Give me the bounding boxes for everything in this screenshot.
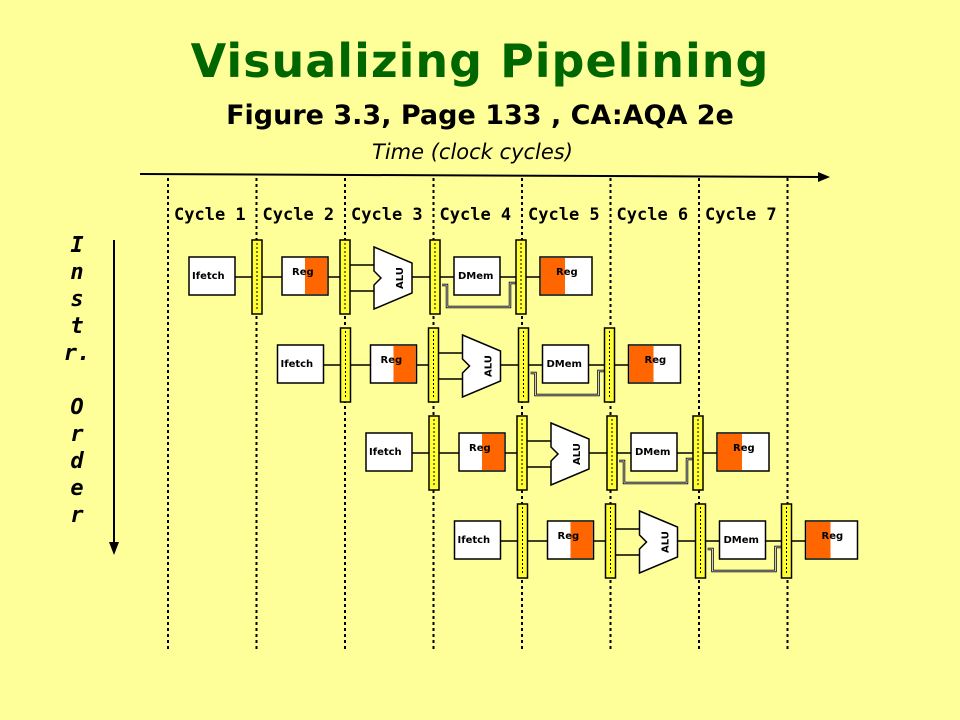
order-letter: r.: [64, 341, 91, 366]
alu-label: ALU: [661, 531, 672, 553]
alu-label: ALU: [484, 355, 495, 377]
reg-write-shade: [718, 434, 742, 470]
order-letter: r: [70, 422, 84, 447]
ifetch-box: [365, 432, 413, 472]
reg-write-label: Reg: [822, 531, 844, 542]
order-arrow-head: [109, 542, 119, 555]
cycle-label: Cycle 1: [174, 205, 246, 225]
instruction-row: Ifetch Reg ALU DMem Reg: [276, 327, 682, 403]
alu-shape: [550, 421, 590, 487]
ifetch-box: [276, 344, 325, 384]
dmem-label: DMem: [458, 271, 493, 282]
instruction-row: Ifetch Reg ALU DMem Reg: [188, 239, 593, 315]
reg-write-label: Reg: [556, 267, 578, 278]
page-subtitle: Figure 3.3, Page 133 , CA:AQA 2e: [226, 100, 734, 131]
dmem-box: [718, 520, 767, 560]
bypass-wire-inner: [707, 546, 782, 572]
cycle-label: Cycle 3: [351, 205, 423, 225]
ifetch-label: Ifetch: [369, 447, 402, 458]
alu-shape: [461, 333, 502, 399]
order-letter: s: [70, 287, 83, 312]
dmem-label: DMem: [724, 535, 759, 546]
ifetch-label: Ifetch: [281, 359, 314, 370]
reg-read-label: Reg: [292, 267, 314, 278]
reg-write-shade: [629, 346, 654, 382]
reg-read-shade: [305, 258, 327, 294]
bypass-wire-inner: [442, 282, 516, 308]
cycle-label: Cycle 6: [617, 205, 689, 225]
cycle-label: Cycle 2: [263, 205, 335, 225]
order-letter: d: [70, 449, 84, 474]
reg-read-shade: [570, 522, 593, 558]
dmem-label: DMem: [635, 447, 670, 458]
bypass-wire-inner: [619, 458, 693, 484]
instruction-row: Ifetch Reg ALU DMem Reg: [453, 503, 859, 579]
reg-read-shade: [393, 346, 416, 382]
time-arrow-head: [818, 172, 830, 182]
ifetch-label: Ifetch: [458, 535, 491, 546]
order-letter: r: [70, 503, 84, 528]
order-letter: I: [70, 233, 83, 258]
cycle-label: Cycle 4: [440, 205, 512, 225]
reg-read-shade: [482, 434, 504, 470]
bypass-wire-inner: [530, 370, 605, 396]
dmem-box: [453, 256, 501, 296]
alu-shape: [373, 245, 413, 311]
cycle-label: Cycle 5: [528, 205, 600, 225]
reg-write-label: Reg: [645, 355, 667, 366]
order-letter: t: [70, 314, 83, 339]
page-title: Visualizing Pipelining: [190, 34, 770, 88]
ifetch-box: [453, 520, 502, 560]
alu-shape: [638, 509, 679, 575]
reg-read-label: Reg: [558, 531, 580, 542]
ifetch-box: [188, 256, 236, 296]
ifetch-label: Ifetch: [192, 271, 225, 282]
reg-write-label: Reg: [733, 443, 755, 454]
instruction-row: Ifetch Reg ALU DMem Reg: [365, 415, 770, 491]
time-arrow-shaft: [139, 173, 823, 178]
alu-label: ALU: [395, 267, 406, 289]
time-axis-label: Time (clock cycles): [372, 140, 573, 164]
reg-write-shade: [541, 258, 565, 294]
order-letter: n: [70, 260, 83, 285]
alu-label: ALU: [572, 443, 583, 465]
order-letter: O: [70, 395, 83, 420]
order-letter: e: [70, 476, 83, 501]
cycle-labels: Cycle 1 Cycle 2 Cycle 3 Cycle 4 Cycle 5 Cycle…: [174, 205, 777, 225]
reg-write-shade: [806, 522, 831, 558]
reg-read-label: Reg: [381, 355, 403, 366]
time-arrow: [139, 172, 830, 182]
reg-read-label: Reg: [469, 443, 491, 454]
dmem-label: DMem: [547, 359, 582, 370]
cycle-label: Cycle 7: [705, 205, 777, 225]
dmem-box: [541, 344, 590, 384]
dmem-box: [630, 432, 678, 472]
